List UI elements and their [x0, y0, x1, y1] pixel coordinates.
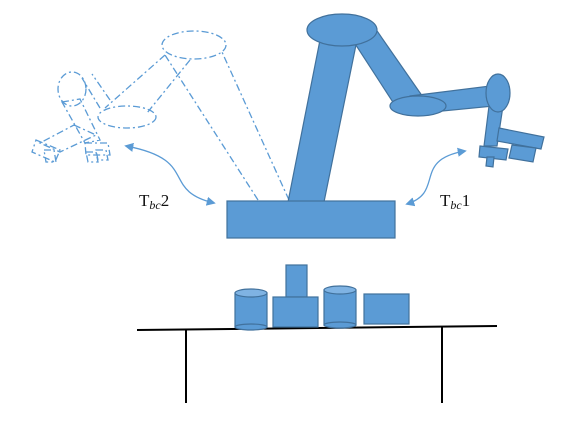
- robot-arm-current-pose: [226, 13, 545, 239]
- robot-base: [226, 200, 396, 239]
- box-object: [363, 293, 410, 325]
- robot-gripper-finger-right: [508, 144, 537, 163]
- robot-elbow-joint: [389, 95, 447, 117]
- robot-gripper-finger-left-tip: [485, 156, 495, 168]
- robot-wrist-joint: [485, 73, 511, 113]
- table-objects: [234, 264, 410, 331]
- robot-upper-link: [287, 39, 358, 203]
- cylinder-object-right: [323, 285, 357, 329]
- transform-arrows: [124, 142, 467, 207]
- cylinder-object-left: [234, 288, 268, 331]
- table-top: [136, 325, 498, 331]
- label-tbc1: Tbc1: [440, 191, 470, 212]
- arrow-tbc1: [405, 147, 467, 207]
- label-tbc2-sub: bc: [149, 198, 161, 212]
- label-tbc1-index: 1: [462, 191, 471, 210]
- arrow-tbc2: [124, 142, 216, 206]
- label-tbc1-sub: bc: [450, 198, 462, 212]
- robot-arm-ghost-pose: [31, 30, 290, 201]
- robot-shoulder-joint: [306, 13, 378, 47]
- table: [136, 325, 498, 403]
- label-tbc2: Tbc2: [139, 191, 169, 212]
- label-tbc1-main: T: [440, 191, 451, 210]
- label-tbc2-main: T: [139, 191, 150, 210]
- label-tbc2-index: 2: [161, 191, 170, 210]
- stacked-blocks-object: [272, 264, 319, 328]
- robot-gripper-finger-left: [478, 145, 509, 161]
- robot-gripper-bar: [496, 127, 545, 150]
